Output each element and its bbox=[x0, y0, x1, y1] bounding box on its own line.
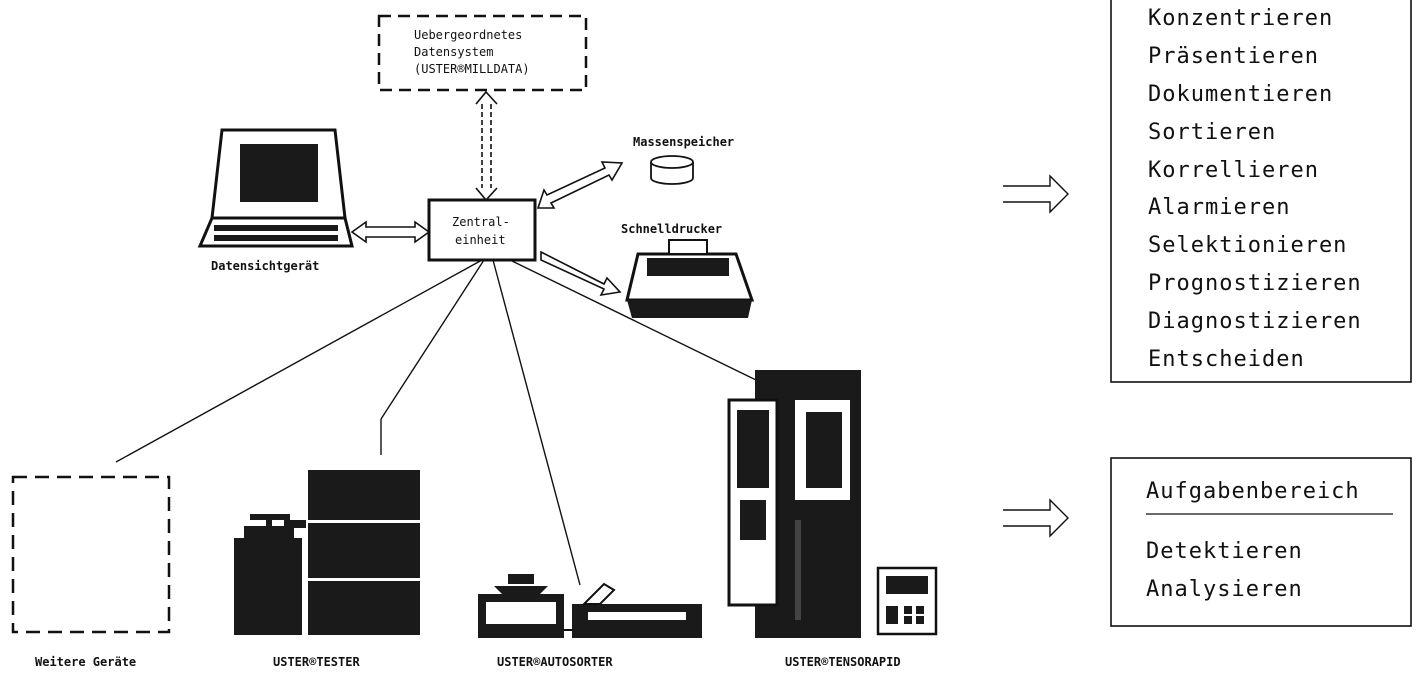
task-item-dokumentieren: Dokumentieren bbox=[1148, 82, 1333, 107]
uster-tensorapid-label: USTER®TENSORAPID bbox=[785, 655, 901, 669]
task-item-prognostizieren: Prognostizieren bbox=[1148, 271, 1362, 296]
terminal-icon bbox=[200, 130, 352, 246]
printer-icon bbox=[627, 240, 752, 318]
printer-label: Schnelldrucker bbox=[621, 222, 722, 236]
weitere-geraete-label: Weitere Geräte bbox=[35, 655, 136, 669]
task-item-selektionieren: Selektionieren bbox=[1148, 233, 1347, 258]
terminal-screen bbox=[240, 144, 318, 202]
task-item-alarmieren: Alarmieren bbox=[1148, 195, 1290, 220]
aufgabenbereich-item-analysieren: Analysieren bbox=[1146, 577, 1303, 602]
central-unit-line1: Zentral- bbox=[452, 215, 510, 229]
central-unit-node: Zentral- einheit bbox=[429, 200, 535, 260]
central-storage-link-arrow bbox=[538, 162, 622, 208]
task-item-entscheiden: Entscheiden bbox=[1148, 347, 1305, 372]
mass-storage-icon bbox=[651, 156, 693, 184]
upper-datasystem-line2: Datensystem bbox=[414, 45, 493, 59]
task-item-konzentrieren: Konzentrieren bbox=[1148, 6, 1333, 31]
task-item-sortieren: Sortieren bbox=[1148, 120, 1276, 145]
hollow-arrow-lower bbox=[1003, 500, 1068, 536]
central-printer-link-arrow bbox=[541, 252, 620, 295]
uster-tensorapid-icon bbox=[729, 370, 936, 638]
task-item-diagnostizieren: Diagnostizieren bbox=[1148, 309, 1362, 334]
upper-datasystem-node: Uebergeordnetes Datensystem (USTER®MILLD… bbox=[379, 16, 586, 90]
uster-autosorter-icon bbox=[478, 574, 702, 638]
central-unit-box bbox=[429, 200, 535, 260]
hollow-arrow-upper bbox=[1003, 176, 1068, 212]
upper-datasystem-line1: Uebergeordnetes bbox=[414, 28, 522, 42]
storage-label: Massenspeicher bbox=[633, 135, 734, 149]
terminal-label: Datensichtgerät bbox=[211, 259, 319, 273]
uster-tester-label: USTER®TESTER bbox=[273, 655, 360, 669]
central-unit-line2: einheit bbox=[455, 233, 506, 247]
aufgabenbereich-box: Aufgabenbereich Detektieren Analysieren bbox=[1111, 458, 1411, 626]
uster-autosorter-label: USTER®AUTOSORTER bbox=[497, 655, 613, 669]
task-item-korrellieren: Korrellieren bbox=[1148, 158, 1319, 183]
task-list-box: Konzentrieren Präsentieren Dokumentieren… bbox=[1111, 0, 1411, 382]
aufgabenbereich-item-detektieren: Detektieren bbox=[1146, 539, 1303, 564]
upper-datasystem-line3: (USTER®MILLDATA) bbox=[414, 62, 530, 76]
uster-tester-icon bbox=[234, 470, 420, 635]
task-item-praesentieren: Präsentieren bbox=[1148, 44, 1319, 69]
weitere-geraete-box bbox=[13, 477, 169, 632]
upper-central-link-arrow bbox=[476, 92, 497, 200]
aufgabenbereich-title: Aufgabenbereich bbox=[1146, 479, 1360, 504]
terminal-central-link-arrow bbox=[352, 222, 429, 242]
